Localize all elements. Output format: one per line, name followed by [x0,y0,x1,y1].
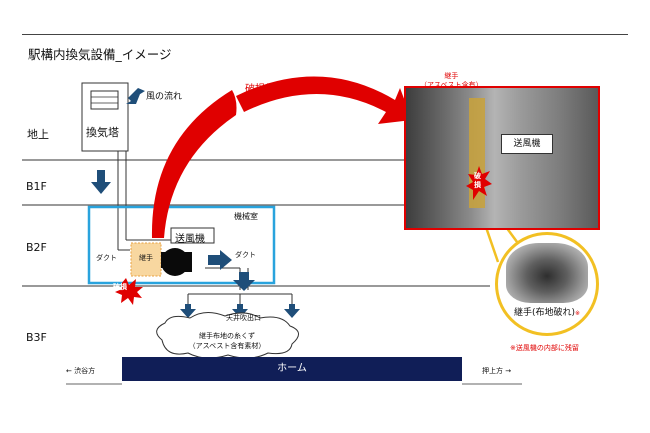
damage-status-label: 破損状況 [245,84,285,95]
arrow-down-b1f [91,170,111,194]
outlet-arrow-center [232,304,248,318]
header-rule [22,34,628,35]
joint-label: 継手 [139,254,153,262]
damage-burst-icon [115,278,143,305]
machine-room-label: 機械室 [234,212,258,221]
photo-damage-label: 破損 [474,172,481,189]
damage-photo: 送風機 破損 [404,86,600,230]
debris-label-line2: （アスベスト含有素材） [188,342,266,350]
air-flow-arrows [91,88,255,291]
machine-room [87,205,276,285]
floor-label-b3f: B3F [26,331,47,344]
platform: ホーム [122,357,462,381]
inset-caption: 継手(布地破れ)※ [513,308,581,318]
duct-label-left: ダクト [96,254,117,262]
damage-arrow [236,76,412,124]
outlet-arrow-right [284,304,300,318]
tower-louver [90,90,119,110]
damage-mark-label: 破損 [113,283,127,291]
arrow-duct-down [233,272,255,291]
page-title: 駅構内換気設備_イメージ [28,47,172,62]
inset-asterisk: ※ [575,310,581,317]
direction-right: 押上方 → [482,367,512,375]
outlet-arrow-left [180,304,196,318]
blower-label-box [170,227,215,244]
arrow-into-tower [126,88,145,104]
torn-fabric-image [506,243,588,303]
floor-label-b2f: B2F [26,241,47,254]
duct-label-right: ダクト [235,251,256,259]
inset-note: ※送風機の内部に残留 [510,344,579,352]
photo-joint-label: 継手 （アスベスト含有） [420,72,483,90]
photo-joint-line1: 継手 [444,72,459,80]
debris-label-line1: 継手布地の糸くず [199,332,255,340]
floor-label-b1f: B1F [26,180,47,193]
photo-joint-line2: （アスベスト含有） [420,81,483,89]
damage-arrow-tail [151,90,237,238]
wind-flow-label: 風の流れ [146,92,183,102]
floor-label-ground: 地上 [27,128,49,141]
direction-left: ← 渋谷方 [66,367,96,375]
photo-damage-burst-icon [466,166,492,200]
ceiling-outlet-label: 天井吹出口 [226,314,261,322]
blower-label: 送風機 [175,234,205,245]
arrow-blower-out [208,250,232,270]
joint-detail-inset: 継手(布地破れ)※ [495,232,599,336]
ventilation-tower-label: 換気塔 [86,126,119,139]
photo-blower-label: 送風機 [501,134,553,154]
